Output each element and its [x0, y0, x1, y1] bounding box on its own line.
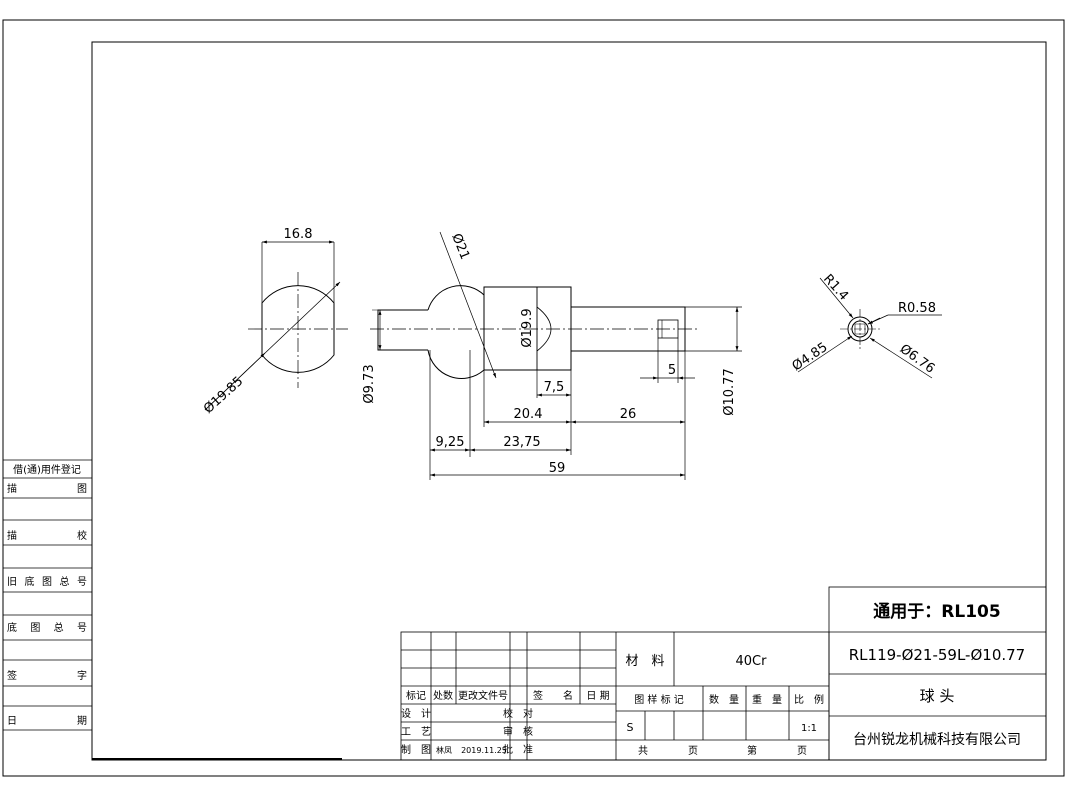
dim-26: 26	[620, 407, 637, 422]
dim-dia-21: Ø21	[448, 231, 472, 261]
header-mark: 标记	[406, 690, 426, 702]
header-date: 日 期	[586, 690, 609, 702]
dim-dia-9-73: Ø9.73	[362, 364, 377, 403]
view-end	[797, 277, 942, 379]
side-row-trace-check: 描 校	[7, 529, 87, 542]
role-check: 校 对	[503, 707, 533, 720]
dim-dia-4-85: Ø4.85	[790, 340, 831, 374]
dim-20-4: 20.4	[514, 407, 543, 422]
dim-dia-19-85: Ø19.85	[201, 374, 246, 417]
dim-5: 5	[668, 363, 676, 378]
stage-mark-value: S	[627, 721, 634, 734]
title-block-grid	[400, 586, 1047, 761]
view-main-profile	[370, 231, 742, 480]
side-panel-title: 借(通)用件登记	[13, 463, 81, 476]
drafter-date: 2019.11.25	[461, 746, 507, 755]
scale-value: 1:1	[801, 723, 817, 734]
side-row-base-number: 底 图 总 号	[7, 621, 87, 634]
header-change-doc: 更改文件号	[458, 689, 508, 702]
role-approve: 批 准	[503, 743, 533, 756]
sheets-total: 共 页	[638, 745, 698, 757]
dim-dia-19-9: Ø19.9	[520, 308, 535, 347]
material-value: 40Cr	[736, 654, 768, 669]
view-ball-side	[204, 240, 348, 411]
dim-r-1-4: R1.4	[820, 272, 851, 304]
side-row-date: 日 期	[7, 715, 87, 727]
header-count: 处数	[433, 689, 453, 702]
dim-7-5: 7,5	[544, 380, 565, 395]
header-quantity: 数 量	[709, 693, 739, 706]
side-registration-panel	[3, 459, 92, 731]
dim-16-8: 16.8	[284, 227, 313, 242]
dim-23-75: 23,75	[503, 435, 540, 450]
dim-9-25: 9,25	[436, 435, 465, 450]
part-name: 球 头	[920, 687, 955, 705]
header-signature: 签 名	[533, 689, 573, 702]
side-row-old-base-number: 旧 底 图 总 号	[7, 575, 87, 588]
role-design: 设 计	[401, 707, 431, 720]
outer-frame	[2, 19, 1065, 777]
side-row-signature: 签 字	[7, 669, 87, 682]
role-drafter: 制 图	[401, 743, 431, 756]
drafter-name: 林凤	[436, 745, 452, 755]
side-row-draw: 描 图	[7, 482, 87, 495]
role-process: 工 艺	[401, 726, 431, 738]
dim-dia-10-77: Ø10.77	[722, 368, 737, 415]
dim-r-0-58: R0.58	[898, 301, 936, 316]
sheet-number: 第 页	[747, 744, 807, 757]
ball-outline	[261, 285, 335, 373]
header-weight: 重 量	[752, 693, 782, 706]
company-name: 台州锐龙机械科技有限公司	[853, 732, 1021, 748]
header-scale: 比 例	[794, 693, 824, 706]
role-review: 审 核	[503, 725, 533, 738]
drawing-number: RL119-Ø21-59L-Ø10.77	[849, 646, 1025, 664]
applies-to-label: 通用于：RL105	[873, 602, 1000, 622]
dim-59: 59	[549, 461, 566, 476]
material-label: 材 料	[625, 654, 664, 669]
header-sample-mark: 图 样 标 记	[634, 693, 684, 706]
